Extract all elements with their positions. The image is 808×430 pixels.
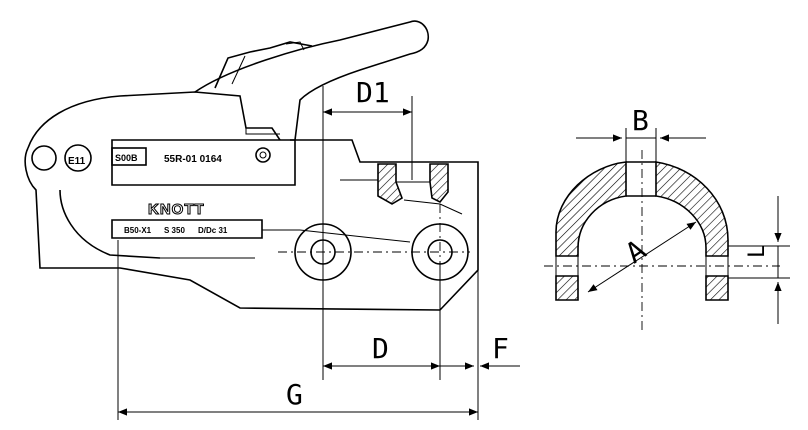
pivot-hole xyxy=(31,145,57,171)
dim-g-label: G xyxy=(286,378,303,411)
main-body xyxy=(24,139,479,311)
screw-icon xyxy=(255,147,271,163)
code-label: S00B xyxy=(115,153,138,163)
socket-hatch-right xyxy=(429,163,449,204)
code-box xyxy=(111,147,147,166)
socket-cross-section xyxy=(544,128,790,330)
dim-a-line xyxy=(587,221,697,293)
upper-body xyxy=(27,91,281,149)
spec-plate xyxy=(111,219,263,239)
dim-l-label: L xyxy=(745,245,770,258)
dim-f-label: F xyxy=(492,332,509,365)
dim-d-label: D xyxy=(372,332,389,365)
socket-leg-right xyxy=(705,275,729,301)
handle-lever xyxy=(194,20,430,141)
lower-jaw xyxy=(59,189,161,259)
approval-label: 55R-01 0164 xyxy=(164,154,222,165)
brand-label: KNOTT xyxy=(148,201,205,218)
dim-a-label: A xyxy=(619,233,652,270)
spec-label-3: D/Dc 31 xyxy=(198,226,228,235)
socket-shell-hatch xyxy=(555,161,627,257)
socket-leg-left xyxy=(555,275,579,301)
dim-d1-label: D1 xyxy=(356,76,390,109)
dim-b-label: B xyxy=(632,104,649,137)
socket-hatch-left xyxy=(377,163,403,205)
handle-grip xyxy=(214,41,313,89)
label-plate xyxy=(111,139,296,186)
e-mark-label: E11 xyxy=(68,156,86,167)
e-mark-circle xyxy=(64,144,92,172)
dimension-lines xyxy=(117,86,520,420)
spec-label-1: B50-X1 xyxy=(124,226,152,235)
spec-label-2: S 350 xyxy=(164,226,185,235)
coupling-side-view xyxy=(24,20,479,311)
